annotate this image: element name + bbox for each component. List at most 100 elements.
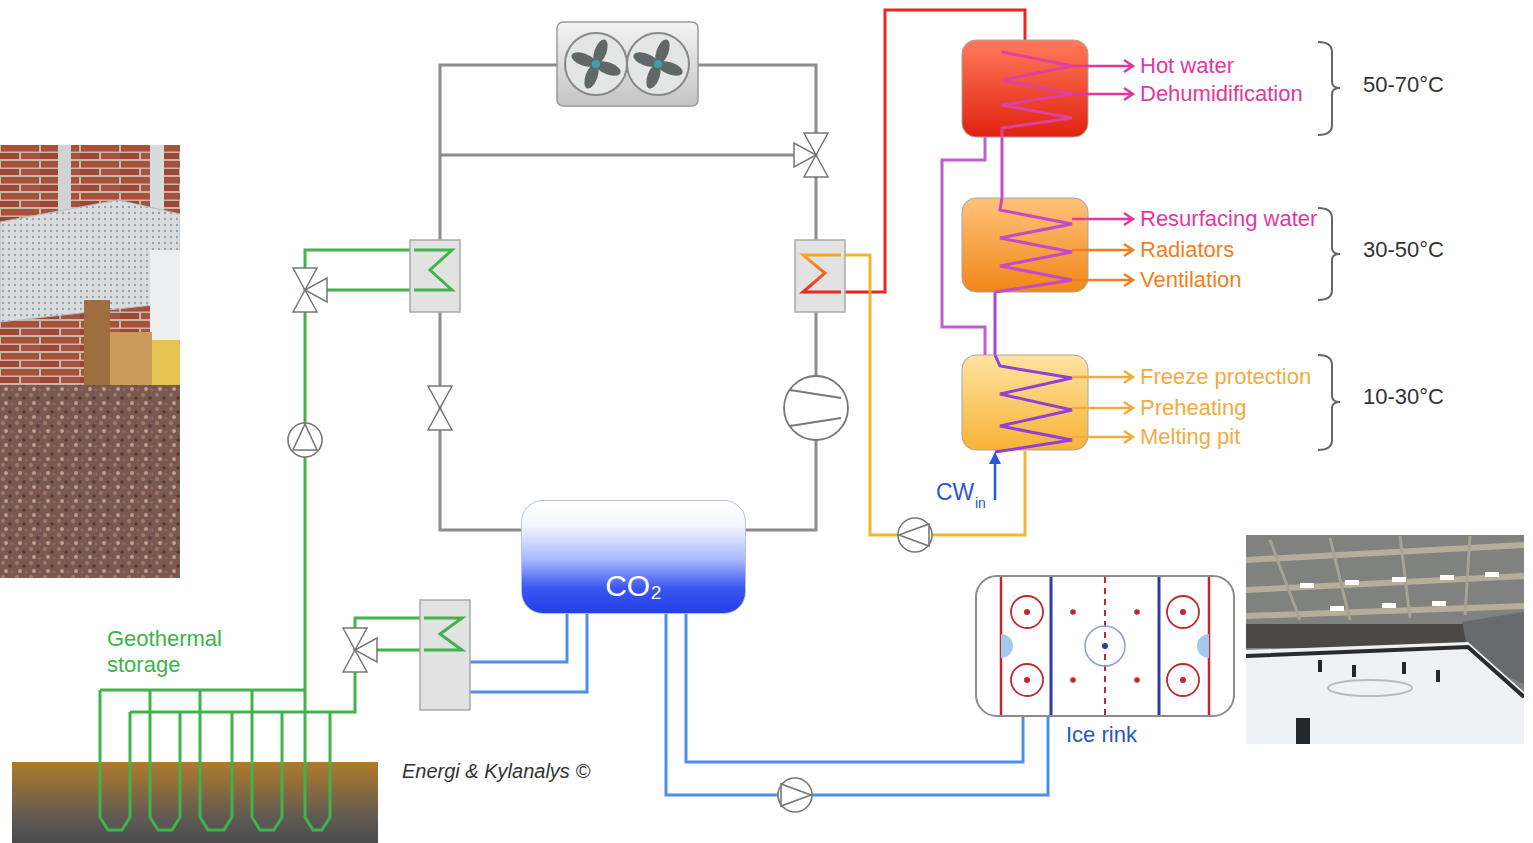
rink-markings [1134, 677, 1140, 683]
tank-label: CO₂ [522, 569, 745, 604]
valve-symbol [428, 386, 452, 408]
arena-photo [1246, 642, 1524, 744]
pump-symbol [898, 518, 932, 552]
pump-symbol [778, 778, 812, 812]
output-arrow [1072, 431, 1133, 443]
rink-markings [1070, 609, 1076, 615]
heat-exchanger [803, 255, 841, 292]
arena-photo [1432, 601, 1446, 606]
output-label: Resurfacing water [1140, 206, 1317, 231]
output-label: Ventilation [1140, 267, 1242, 292]
arena-photo [1246, 535, 1524, 744]
gas-cooler [570, 38, 685, 91]
pump-symbol [288, 423, 322, 457]
pump-symbol [899, 524, 929, 546]
compressor-symbol [790, 390, 841, 426]
arena-photo [1352, 665, 1356, 677]
pump-symbol [778, 778, 812, 812]
heating-coil [995, 52, 1072, 452]
valve-symbol [305, 278, 327, 302]
water-pipe [994, 292, 997, 355]
output-arrow [1072, 371, 1133, 383]
brine-pipe [100, 250, 424, 762]
rink-markings [1024, 609, 1030, 615]
gas-cooler [592, 60, 600, 68]
blue-pipe [470, 614, 587, 692]
gas-cooler [627, 33, 689, 95]
arena-photo [1440, 575, 1454, 580]
ice-rink-plan: Ice rink [975, 575, 1235, 717]
output-label: Preheating [1140, 395, 1246, 420]
rink-heading: Ice rink [1066, 722, 1137, 747]
arena-photo [1330, 606, 1344, 611]
output-label: Dehumidification [1140, 81, 1303, 106]
gas-cooler [557, 22, 698, 106]
output-label: Melting pit [1140, 424, 1240, 449]
rink-markings [1167, 664, 1199, 696]
temperature-range: 30-50°C [1363, 237, 1444, 262]
arena-photo [1402, 662, 1406, 674]
cold-water-arrow [989, 452, 1001, 464]
heat-exchanger [424, 618, 462, 650]
gas-cooler [565, 33, 627, 95]
coolant-pipe [686, 614, 1023, 762]
wall-photo [150, 250, 180, 390]
rink-markings [1085, 626, 1125, 666]
compressor-symbol [784, 376, 848, 440]
cold-water-arrow [994, 462, 997, 500]
arena-photo [1246, 647, 1524, 697]
rink-markings [1011, 664, 1043, 696]
bracket [1318, 208, 1340, 300]
output-label: Radiators [1140, 237, 1234, 262]
blue-pipe [470, 614, 567, 662]
borehole-tubes [12, 762, 378, 843]
wall-photo [0, 145, 180, 578]
output-arrow [1072, 244, 1133, 256]
rink-markings [1024, 677, 1030, 683]
arena-photo [1328, 680, 1412, 696]
output-arrow [1072, 402, 1133, 414]
valve-symbol [428, 408, 452, 430]
wall-photo [0, 385, 180, 578]
wall-photo [152, 340, 180, 390]
water-pipe [1001, 137, 1004, 198]
temperature-range: 50-70°C [1363, 72, 1444, 97]
arena-photo [1382, 603, 1396, 608]
bracket [1318, 42, 1340, 135]
storage-heading: Geothermal storage [107, 626, 232, 678]
arena-photo [1246, 535, 1524, 744]
borehole-tubes [200, 762, 232, 830]
storage-tank [962, 198, 1088, 292]
heat-exchanger [795, 240, 845, 312]
heating-coil [995, 198, 1072, 292]
rink-markings [1051, 577, 1159, 715]
temperature-range: 10-30°C [1363, 384, 1444, 409]
output-arrow [1072, 274, 1133, 286]
rink-markings [1102, 643, 1108, 649]
arena-photo [1318, 660, 1322, 672]
valve-symbol [355, 638, 377, 662]
arena-photo [1345, 580, 1359, 585]
valve-symbol [794, 143, 816, 167]
rink-markings [977, 577, 1233, 715]
brine-pipe [100, 689, 305, 692]
brine-pipe [130, 712, 330, 762]
output-arrow [1072, 213, 1133, 225]
pump-symbol [781, 784, 811, 806]
arena-photo [1296, 718, 1310, 744]
copyright-note: Energi & Kylanalys © [402, 760, 590, 783]
arena-photo [1246, 545, 1524, 616]
output-arrow [1072, 60, 1133, 443]
co2-pipe [440, 65, 816, 530]
rink-markings [1001, 577, 1209, 715]
brine-pipe [305, 250, 414, 690]
blue-pipe [470, 614, 587, 692]
water-pipe [932, 451, 1025, 535]
rink-markings [1197, 634, 1209, 658]
borehole-tubes [150, 762, 180, 830]
borehole-tubes [305, 762, 330, 830]
arena-photo [1392, 577, 1406, 582]
